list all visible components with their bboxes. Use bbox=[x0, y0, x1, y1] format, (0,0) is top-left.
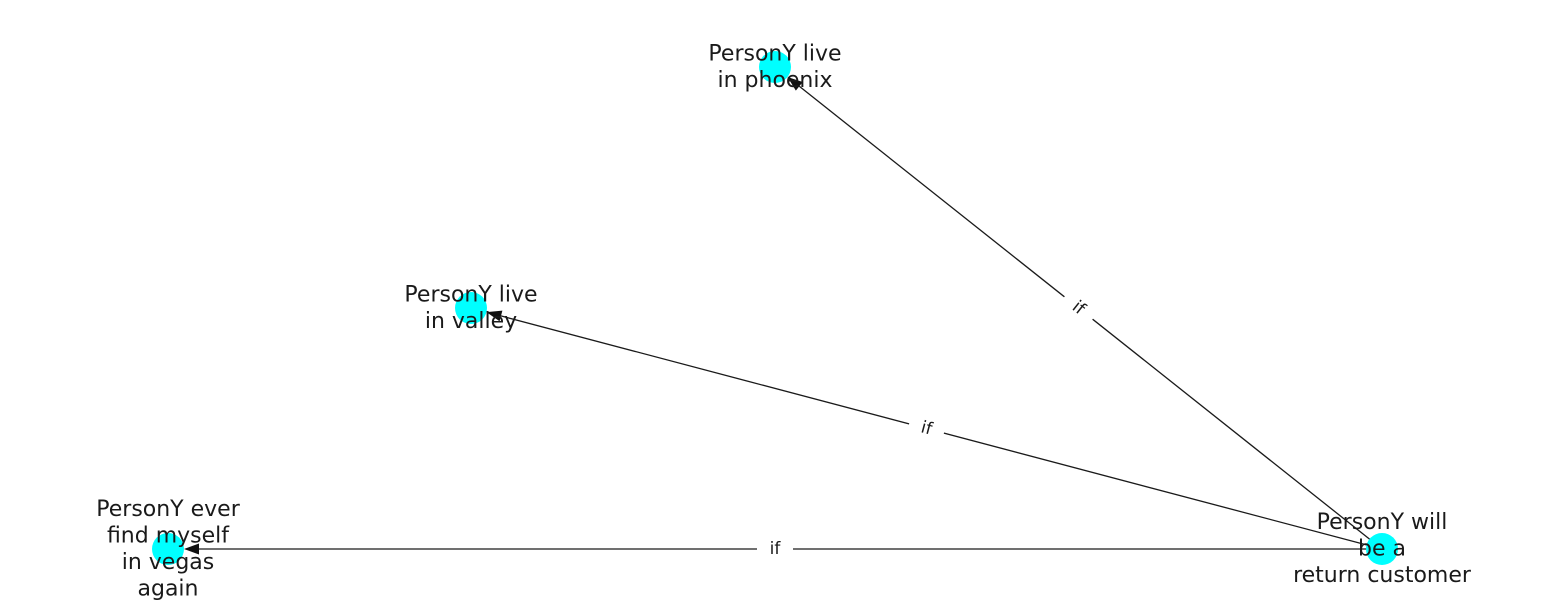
node-label-line: PersonY live bbox=[404, 282, 537, 307]
node-label-line: PersonY live bbox=[708, 41, 841, 66]
node-label-line: in vegas bbox=[122, 550, 215, 575]
edge-label-return-phoenix: if bbox=[1056, 287, 1101, 329]
node-label-line: PersonY will bbox=[1317, 510, 1448, 535]
edges-layer bbox=[184, 76, 1383, 555]
edge-label-background bbox=[906, 412, 947, 445]
node-label-line: find myself bbox=[107, 523, 230, 548]
node-label-line: again bbox=[138, 576, 199, 601]
arrow-head-icon bbox=[486, 310, 503, 322]
node-label-line: return customer bbox=[1293, 563, 1472, 588]
arrow-head-icon bbox=[787, 76, 803, 91]
node-vegas bbox=[152, 533, 184, 565]
edge-label-background bbox=[757, 537, 793, 561]
edge-label-return-vegas: if bbox=[757, 537, 793, 561]
node-label-line: in phoenix bbox=[717, 68, 832, 93]
node-phoenix bbox=[759, 51, 791, 83]
nodes-layer bbox=[152, 51, 1398, 565]
node-label-line: PersonY ever bbox=[96, 497, 240, 522]
node-label-line: in valley bbox=[425, 309, 517, 334]
edge-label-return-valley: if bbox=[906, 412, 947, 445]
edge-label-text: if bbox=[770, 539, 782, 559]
node-valley bbox=[455, 292, 487, 324]
arrow-head-icon bbox=[184, 543, 199, 555]
node-return bbox=[1366, 533, 1398, 565]
edge-label-background bbox=[1056, 287, 1101, 329]
node-label-line: be a bbox=[1358, 537, 1406, 562]
